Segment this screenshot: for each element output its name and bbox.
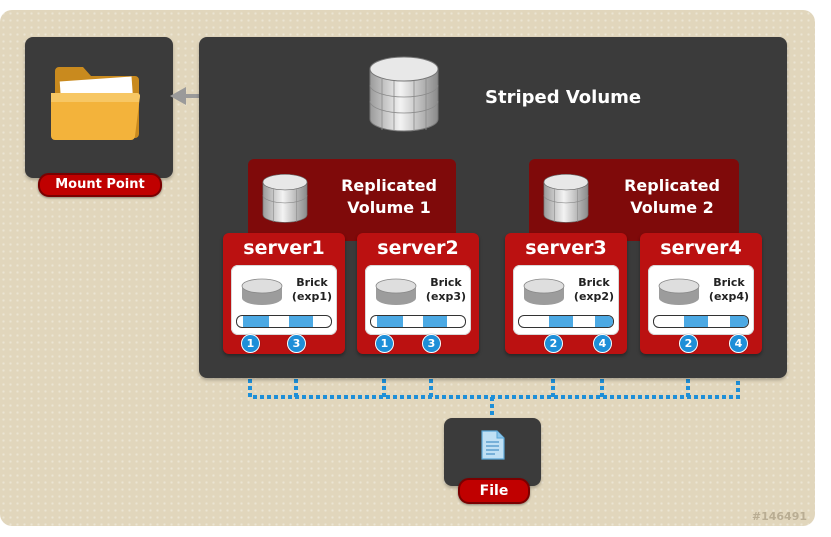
brick-1-stripe-bar <box>236 315 332 328</box>
server-4-box: server4 Brick (exp4) <box>640 233 762 354</box>
brick-2-title: Brick <box>430 276 462 289</box>
disk-icon <box>658 278 700 305</box>
brick-2-stripe-bar <box>370 315 466 328</box>
disk-stack-icon <box>262 173 308 223</box>
replicated-volume-1-line1: Replicated <box>341 176 437 195</box>
server-3-box: server3 Brick (exp2) <box>505 233 627 354</box>
replicated-volume-1-label: Replicated Volume 1 <box>334 175 444 219</box>
brick-3-title: Brick <box>578 276 610 289</box>
stripe-segment <box>684 316 708 327</box>
stripe-badge: 3 <box>422 334 441 353</box>
stripe-segment <box>243 316 269 327</box>
disk-icon <box>375 278 417 305</box>
replicated-volume-2-line2: Volume 2 <box>630 198 714 217</box>
replicated-volume-2-line1: Replicated <box>624 176 720 195</box>
file-panel <box>444 418 541 486</box>
stripe-badge: 3 <box>287 334 306 353</box>
brick-3: Brick (exp2) <box>513 265 619 335</box>
stripe-badge: 4 <box>593 334 612 353</box>
brick-3-export: (exp2) <box>573 290 615 303</box>
mount-point-label: Mount Point <box>38 173 162 197</box>
figure-id: #146491 <box>751 510 807 523</box>
stripe-badge: 1 <box>241 334 260 353</box>
stripe-badge: 4 <box>729 334 748 353</box>
server-1-box: server1 Brick (exp1) <box>223 233 345 354</box>
stripe-badge: 2 <box>679 334 698 353</box>
replicated-volume-1-group: Replicated Volume 1 <box>248 159 456 241</box>
brick-2: Brick (exp3) <box>365 265 471 335</box>
disk-stack-icon <box>369 56 439 132</box>
document-icon <box>481 430 505 460</box>
server-2-box: server2 Brick (exp3) <box>357 233 479 354</box>
brick-1-export: (exp1) <box>291 290 333 303</box>
server-4-label: server4 <box>660 237 742 259</box>
stripe-badge: 2 <box>544 334 563 353</box>
server-1-label: server1 <box>243 237 325 259</box>
brick-4-label: Brick (exp4) <box>706 276 752 304</box>
brick-4: Brick (exp4) <box>648 265 754 335</box>
stripe-segment <box>423 316 447 327</box>
replicated-volume-1-line2: Volume 1 <box>347 198 431 217</box>
stripe-segment <box>730 316 748 327</box>
brick-2-label: Brick (exp3) <box>423 276 469 304</box>
brick-1: Brick (exp1) <box>231 265 337 335</box>
striped-volume-label: Striped Volume <box>485 87 642 108</box>
brick-1-title: Brick <box>296 276 328 289</box>
server-3-label: server3 <box>525 237 607 259</box>
brick-4-title: Brick <box>713 276 745 289</box>
folder-icon <box>51 67 140 140</box>
brick-3-stripe-bar <box>518 315 614 328</box>
stripe-segment <box>377 316 403 327</box>
disk-icon <box>523 278 565 305</box>
replicated-volume-2-group: Replicated Volume 2 <box>529 159 739 241</box>
brick-4-stripe-bar <box>653 315 749 328</box>
stripe-badge: 1 <box>375 334 394 353</box>
brick-2-export: (exp3) <box>425 290 467 303</box>
stripe-segment <box>289 316 313 327</box>
server-2-label: server2 <box>377 237 459 259</box>
brick-4-export: (exp4) <box>708 290 750 303</box>
file-label: File <box>458 478 530 504</box>
disk-stack-icon <box>543 173 589 223</box>
brick-1-label: Brick (exp1) <box>289 276 335 304</box>
stripe-segment <box>595 316 613 327</box>
stripe-segment <box>549 316 573 327</box>
mount-point-panel <box>25 37 173 178</box>
brick-3-label: Brick (exp2) <box>571 276 617 304</box>
replicated-volume-2-label: Replicated Volume 2 <box>615 175 729 219</box>
disk-icon <box>241 278 283 305</box>
